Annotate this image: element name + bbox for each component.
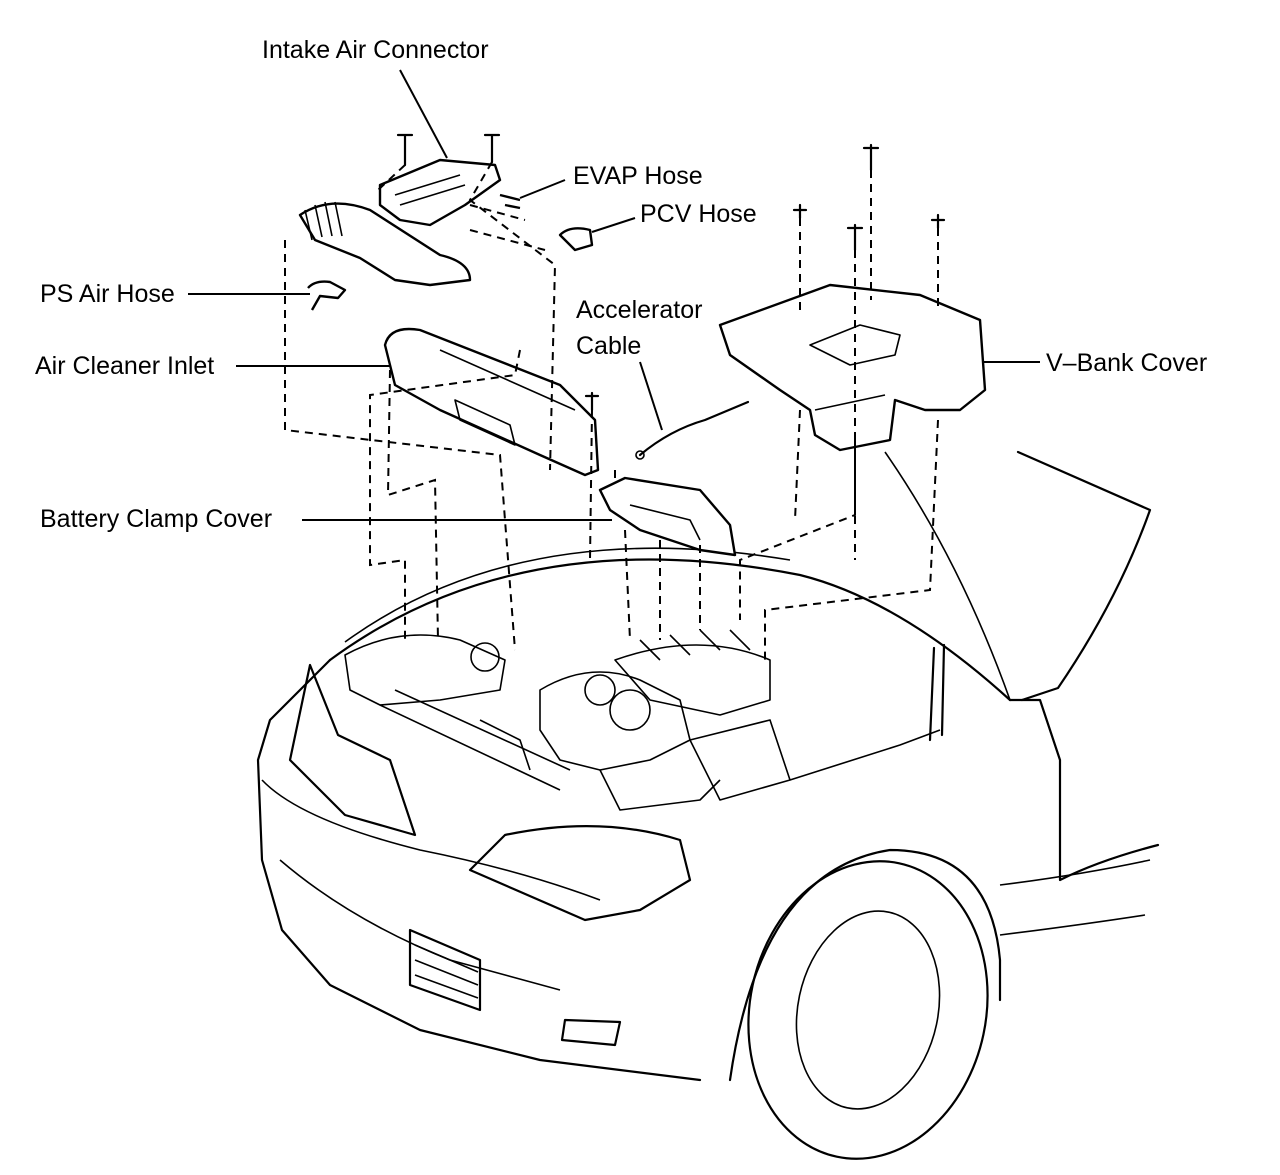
labels: Intake Air Connector EVAP Hose PCV Hose … [35, 36, 1207, 533]
accelerator-cable-part [638, 400, 750, 457]
raised-hood [1016, 450, 1152, 702]
bumper-crease [261, 779, 601, 901]
wheel-arch [728, 848, 1002, 1082]
connector-bolt-left [396, 133, 414, 167]
left-engine-components [344, 634, 506, 706]
hood-edge [884, 451, 1011, 701]
assembly-line [386, 369, 439, 641]
v-bank-cover-edge [814, 394, 886, 411]
assembly-line [469, 204, 546, 251]
nut-icon [930, 213, 946, 230]
label-pcv-hose: PCV Hose [640, 200, 757, 228]
intake-air-connector-part [298, 133, 502, 311]
label-accelerator-cable-line2: Cable [576, 332, 641, 360]
leader-pcv-hose [591, 217, 636, 233]
intake-hose-ribs [304, 201, 343, 241]
assembly-line [284, 240, 516, 651]
fog-light [560, 1018, 622, 1047]
assembly-line [589, 409, 593, 561]
cable-end [635, 450, 645, 460]
intake-plenum [614, 644, 771, 716]
label-intake-air-connector: Intake Air Connector [262, 36, 489, 64]
oil-cap [470, 642, 500, 672]
v-bank-cover-part [718, 283, 987, 452]
assembly-line [369, 349, 521, 640]
assembly-line [854, 170, 872, 560]
label-evap-hose: EVAP Hose [573, 162, 703, 190]
bolt-icon [584, 391, 600, 412]
air-cleaner-inlet-part [383, 327, 600, 477]
right-headlight [468, 825, 692, 922]
fender-top-line [344, 547, 791, 643]
front-wheel [747, 860, 989, 1160]
evap-hose-part [499, 193, 521, 210]
front-bumper-outline [256, 658, 702, 1082]
engine-lower [599, 769, 721, 811]
throttle-plate [609, 689, 651, 731]
assembly-line [739, 440, 856, 620]
assembly-line [614, 470, 701, 641]
leader-accelerator-cable [639, 361, 663, 431]
assembly-line [377, 161, 557, 471]
battery-clamp-cover-detail [629, 504, 701, 541]
ps-air-hose-part [307, 280, 347, 311]
label-v-bank-cover: V–Bank Cover [1046, 349, 1207, 377]
connector-bolt-right [483, 133, 501, 164]
label-air-cleaner-inlet: Air Cleaner Inlet [35, 352, 214, 380]
bumper-lower-line [279, 859, 561, 991]
nut-icon [792, 203, 808, 220]
firewall-line [789, 729, 941, 781]
door-lines [999, 859, 1151, 936]
label-ps-air-hose: PS Air Hose [40, 280, 175, 308]
hose-routing [479, 719, 531, 771]
intake-connector-detail [394, 174, 466, 206]
bolt-icon [862, 143, 880, 172]
leader-intake-air-connector [399, 69, 448, 159]
front-grille [408, 928, 482, 1012]
radiator-support [379, 689, 571, 791]
throttle-inlet [584, 674, 616, 706]
assembly-line [764, 228, 939, 660]
intake-runners [639, 629, 751, 661]
battery-clamp-cover-part [598, 476, 737, 557]
grille-bars [414, 944, 479, 999]
wheel-hub [795, 910, 941, 1110]
assembly-line [794, 218, 801, 521]
engine-bay [344, 629, 941, 811]
label-accelerator-cable-line1: Accelerator [576, 296, 702, 324]
pcv-hose-part [558, 227, 594, 252]
hood-strut [928, 643, 946, 742]
leader-lines [188, 69, 1040, 521]
left-headlight [288, 663, 417, 837]
right-fender [1008, 698, 1160, 882]
v-bank-cover-fasteners [584, 143, 946, 412]
throttle-body [539, 671, 691, 771]
engine-bay-edge [328, 558, 1012, 702]
bolt-icon [846, 223, 864, 252]
label-battery-clamp-cover: Battery Clamp Cover [40, 505, 272, 533]
battery [689, 719, 791, 801]
v-bank-cover-recess [809, 324, 901, 366]
assembly-lines [284, 161, 939, 660]
leader-evap-hose [519, 179, 566, 199]
car-body [256, 450, 1160, 1160]
